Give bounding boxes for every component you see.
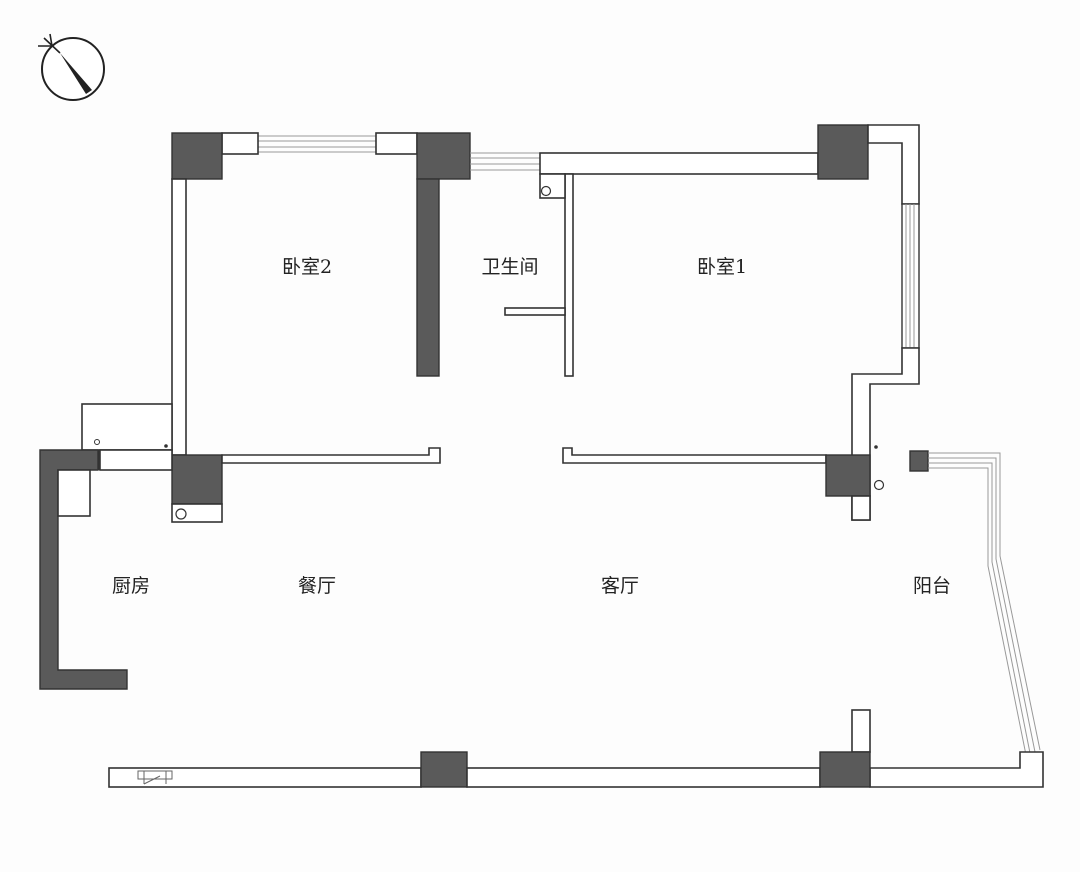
- column: [171, 454, 223, 505]
- column: [825, 454, 871, 497]
- room-label-dining: 餐厅: [298, 575, 336, 597]
- wall-segment: [869, 751, 1044, 788]
- wall-segment: [504, 307, 566, 316]
- column: [817, 124, 869, 180]
- north-arrow-icon: [38, 33, 105, 101]
- wall-segment: [564, 173, 574, 377]
- wall-segment: [171, 178, 187, 456]
- column: [171, 132, 223, 180]
- room-label-bedroom2: 卧室2: [282, 256, 332, 278]
- wall-segment: [851, 709, 871, 753]
- column: [819, 751, 871, 788]
- wall-segment: [57, 469, 91, 517]
- wall-segment: [221, 447, 441, 464]
- column: [416, 132, 471, 180]
- wall-segment: [99, 449, 173, 471]
- wall-dark: [416, 178, 440, 377]
- wall-dark: [39, 449, 128, 690]
- wall-segment: [375, 132, 418, 155]
- window-bedroom1: [901, 203, 920, 349]
- window-bedroom2: [258, 135, 376, 153]
- window-bathroom: [470, 152, 540, 171]
- room-label-kitchen: 厨房: [112, 575, 150, 597]
- column: [420, 751, 468, 788]
- wall-segment: [221, 132, 259, 155]
- wall-segment: [562, 447, 827, 464]
- wall-segment: [867, 124, 920, 205]
- wall-segment: [539, 152, 819, 175]
- column: [909, 450, 929, 472]
- room-label-bedroom1: 卧室1: [697, 256, 747, 278]
- wall-segment: [466, 767, 821, 788]
- wall-segment: [851, 495, 871, 521]
- window-balcony: [928, 452, 1041, 756]
- room-label-bathroom: 卫生间: [481, 256, 538, 278]
- door-symbol: [137, 770, 173, 785]
- room-label-living: 客厅: [601, 575, 639, 597]
- room-label-balcony: 阳台: [913, 575, 951, 597]
